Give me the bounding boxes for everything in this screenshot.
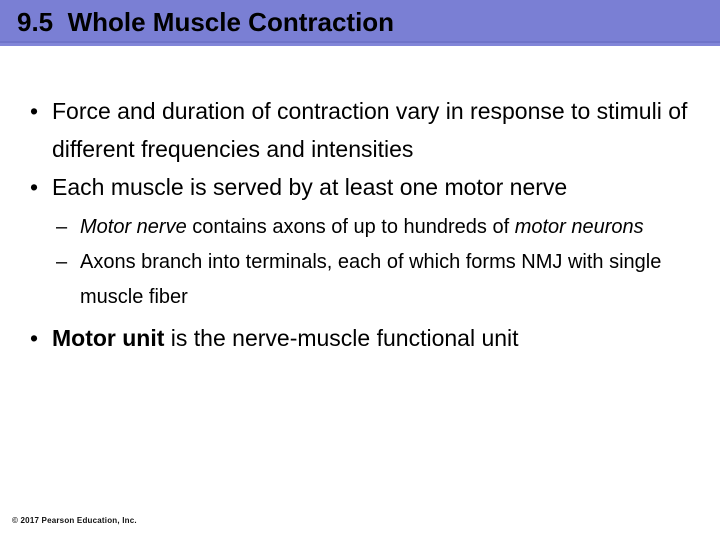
- sub-bullet-item-1: – Motor nerve contains axons of up to hu…: [0, 210, 720, 245]
- sub-bullet-text-italic-tail: motor neurons: [514, 216, 644, 238]
- bullet-marker: •: [30, 325, 39, 351]
- title-band-divider: [0, 41, 720, 43]
- sub-bullet-item-2: – Axons branch into terminals, each of w…: [0, 245, 720, 315]
- slide-content: • Force and duration of contraction vary…: [0, 92, 720, 357]
- page-title: 9.5 Whole Muscle Contraction: [17, 7, 395, 37]
- bullet-item-3: • Motor unit is the nerve-muscle functio…: [0, 319, 720, 357]
- bullet-text-bold-lead: Motor unit: [52, 325, 165, 351]
- sub-bullet-text-middle: contains axons of up to hundreds of: [186, 216, 515, 238]
- sub-bullet-text: Motor nerve contains axons of up to hund…: [80, 210, 700, 245]
- bullet-item-1: • Force and duration of contraction vary…: [0, 92, 720, 168]
- sub-bullet-text: Axons branch into terminals, each of whi…: [80, 251, 662, 308]
- copyright-footer: © 2017 Pearson Education, Inc.: [12, 516, 137, 525]
- sub-bullet-marker: –: [56, 216, 68, 238]
- title-band: 9.5 Whole Muscle Contraction: [0, 0, 720, 46]
- bullet-text: Motor unit is the nerve-muscle functiona…: [52, 325, 519, 351]
- bullet-marker: •: [30, 98, 39, 124]
- bullet-text-middle: is the nerve-muscle functional unit: [164, 325, 519, 351]
- title-band-underline: [0, 43, 720, 46]
- sub-bullet-text-italic-lead: Motor nerve: [80, 216, 187, 238]
- bullet-marker: •: [30, 174, 39, 200]
- bullet-text: Force and duration of contraction vary i…: [52, 98, 688, 162]
- sub-bullet-marker: –: [56, 251, 68, 273]
- bullet-item-2: • Each muscle is served by at least one …: [0, 168, 720, 206]
- bullet-text: Each muscle is served by at least one mo…: [52, 174, 568, 200]
